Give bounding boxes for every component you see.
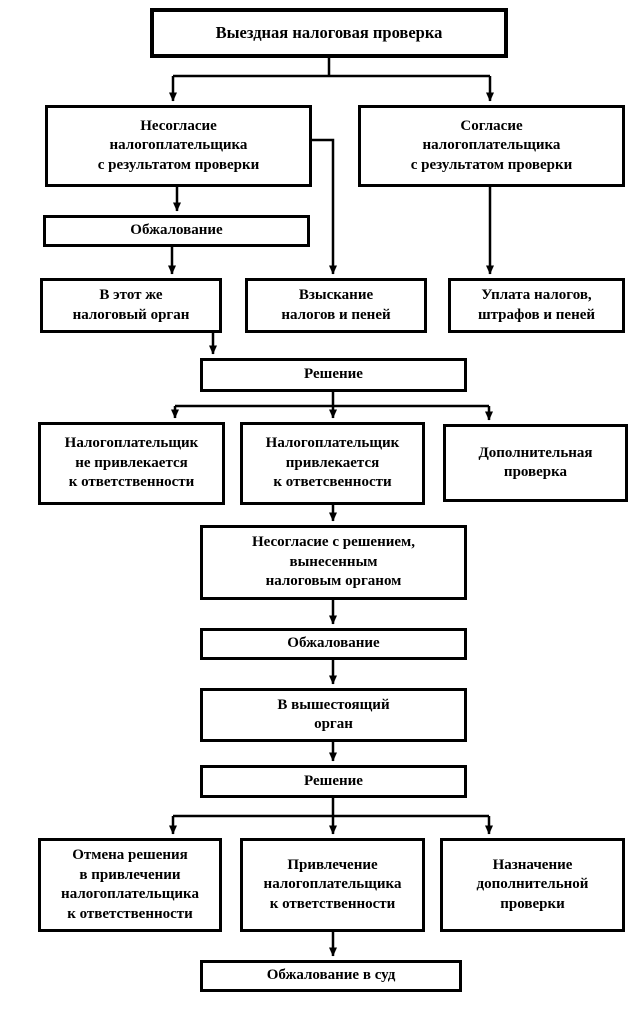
node-additional-check: Дополнительная проверка [443, 424, 628, 502]
node-cancel-decision: Отмена решения в привлечении налогоплате… [38, 838, 222, 932]
node-appeal2: Обжалование [200, 628, 467, 660]
node-decision2: Решение [200, 765, 467, 798]
edge-decision2-spreader [173, 798, 489, 818]
node-not-liable: Налогоплательщик не привлекается к ответ… [38, 422, 225, 505]
node-same-authority: В этот же налоговый орган [40, 278, 222, 333]
node-agree: Согласие налогоплательщика с результатом… [358, 105, 625, 187]
node-higher-authority: В вышестоящий орган [200, 688, 467, 742]
node-start: Выездная налоговая проверка [150, 8, 508, 58]
node-bring-liability: Привлечение налогоплательщика к ответств… [240, 838, 425, 932]
node-court-appeal: Обжалование в суд [200, 960, 462, 992]
node-payment: Уплата налогов, штрафов и пеней [448, 278, 625, 333]
node-decision1: Решение [200, 358, 467, 392]
node-liable: Налогоплательщик привлекается к ответсве… [240, 422, 425, 505]
node-disagree-decision: Несогласие с решением, вынесенным налого… [200, 525, 467, 600]
edge-disagree-collection [312, 138, 337, 275]
node-disagree: Несогласие налогоплательщика с результат… [45, 105, 312, 187]
edge-start-spreader [173, 58, 490, 78]
edge-decision1-spreader [175, 392, 489, 408]
node-assign-additional: Назначение дополнительной проверки [440, 838, 625, 932]
node-appeal1: Обжалование [43, 215, 310, 247]
node-collection: Взыскание налогов и пеней [245, 278, 427, 333]
